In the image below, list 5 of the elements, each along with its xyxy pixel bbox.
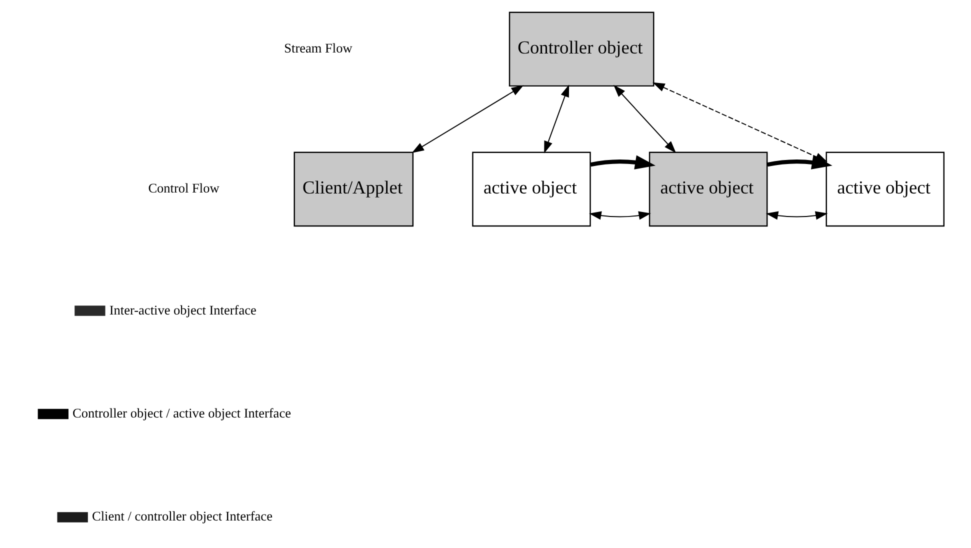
- legend-label: Inter-active object Interface: [109, 302, 256, 318]
- legend-label: Client / controller object Interface: [92, 508, 272, 524]
- legend-label: Control Flow: [148, 180, 220, 196]
- legend-label: Stream Flow: [284, 40, 352, 56]
- legend-label: Controller object / active object Interface: [72, 406, 291, 421]
